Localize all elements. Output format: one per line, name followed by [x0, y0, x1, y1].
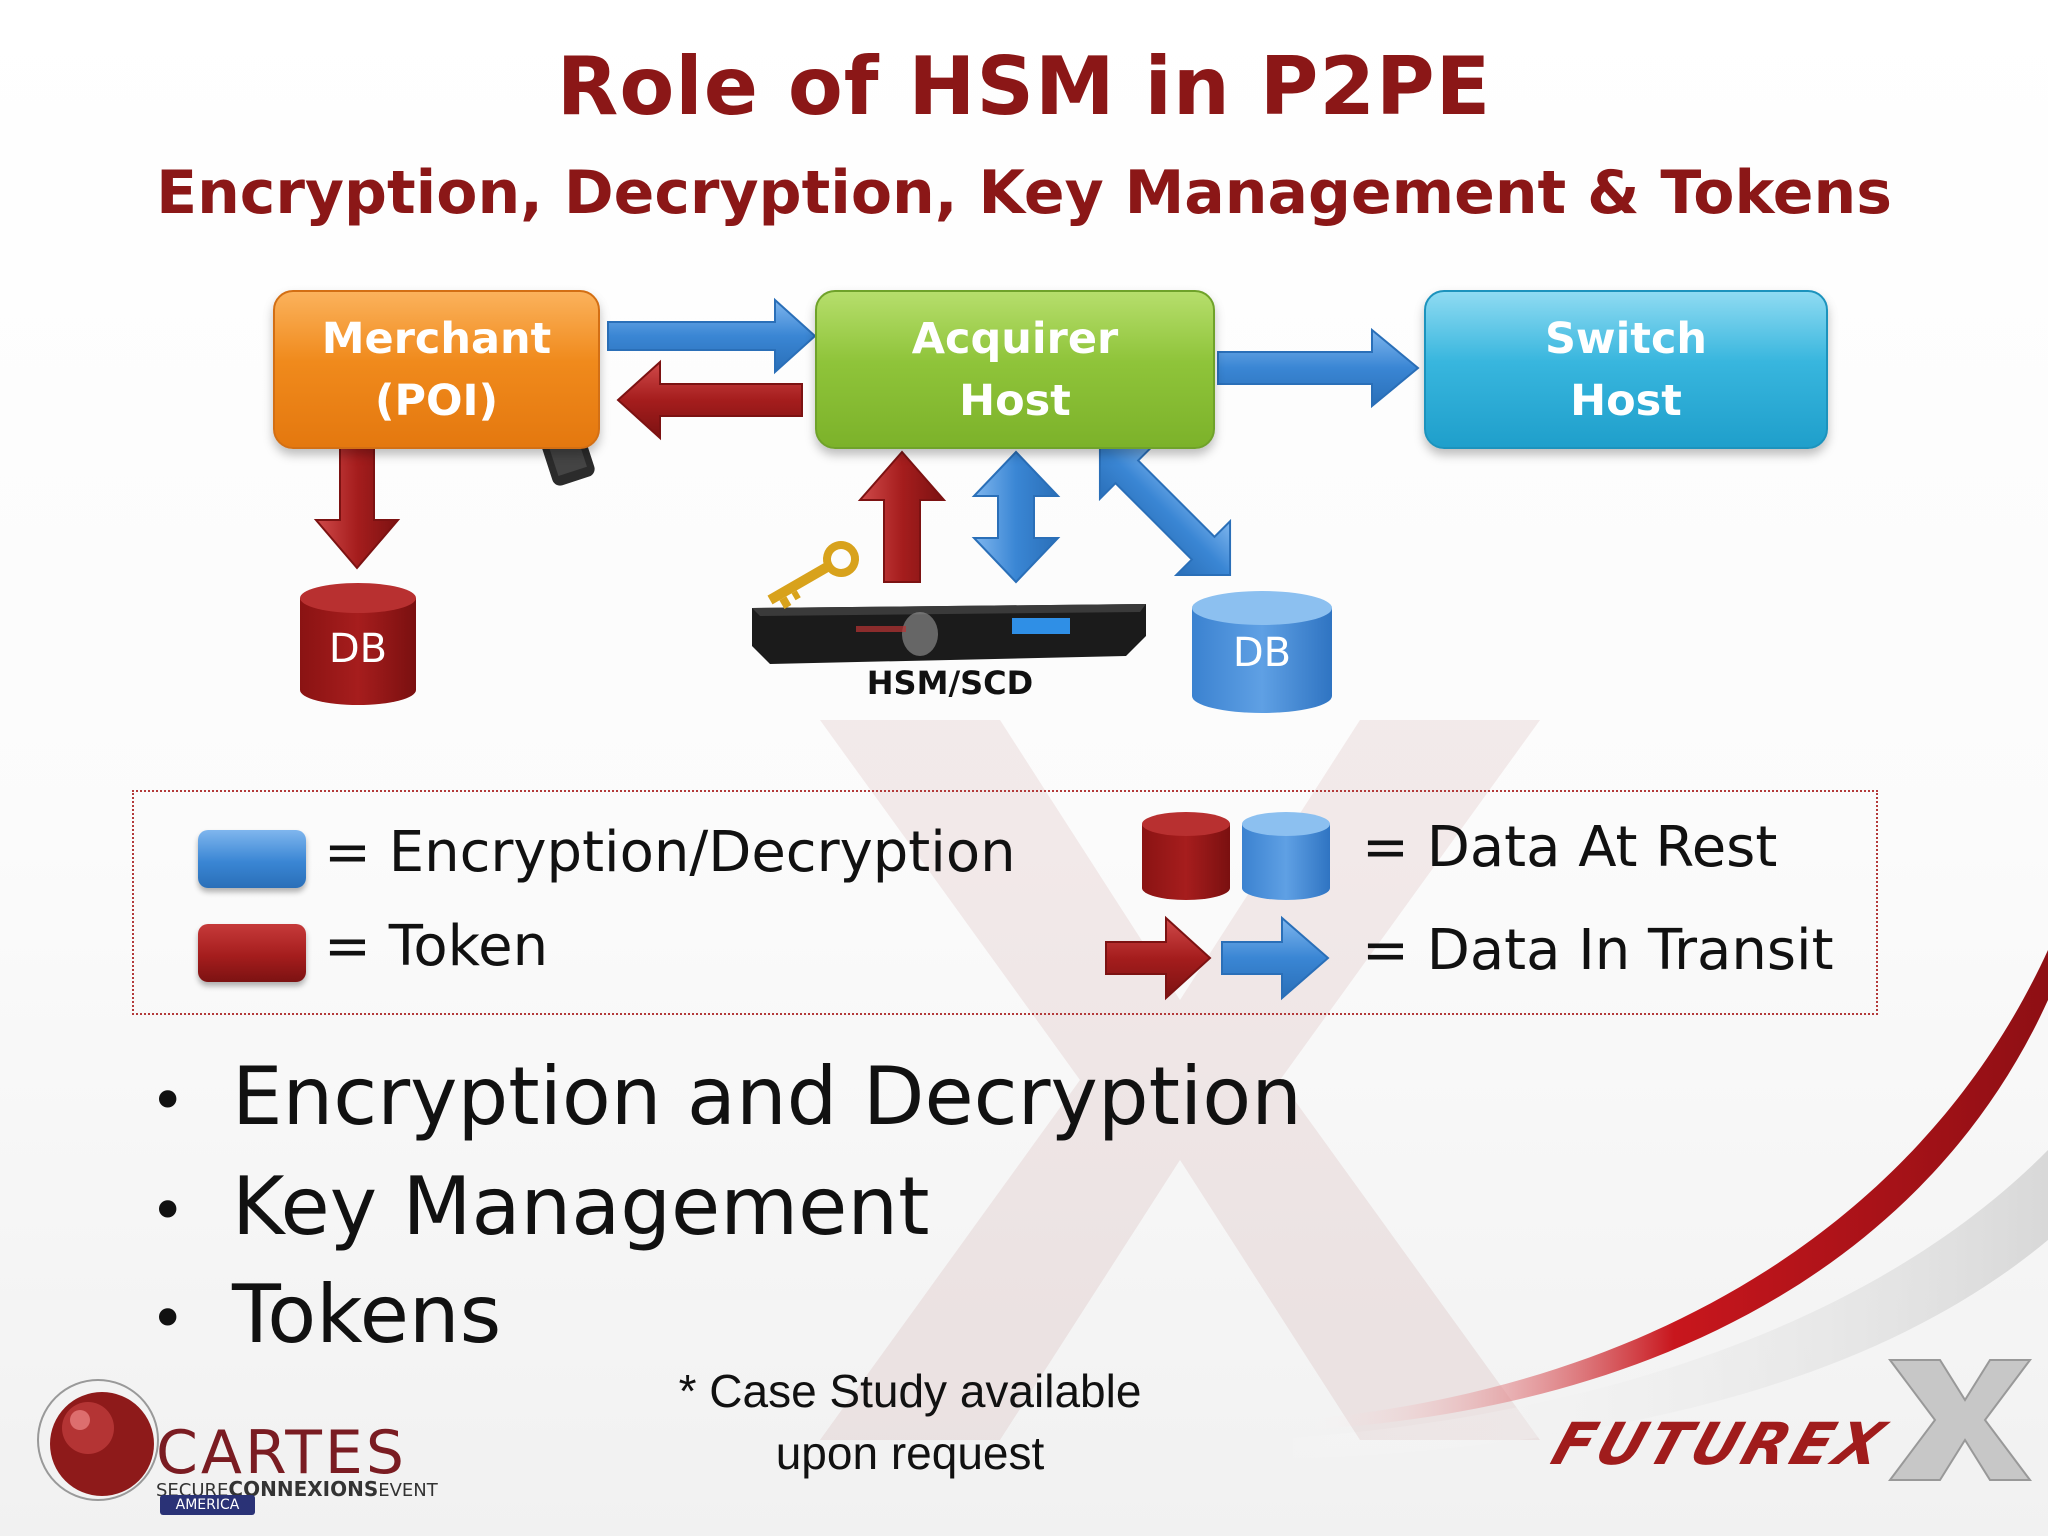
legend-transit-red-arrow — [1105, 915, 1212, 1001]
bullet-item-2: Key Management — [232, 1160, 930, 1253]
bullet-item-3: Tokens — [232, 1268, 502, 1361]
note-line1: * Case Study available — [678, 1365, 1142, 1417]
acquirer-label-line2: Host — [959, 375, 1071, 426]
bullet-dot: • — [150, 1176, 186, 1246]
arrow-acquirer-to-merchant — [616, 359, 803, 441]
watermark-x — [820, 720, 1540, 1440]
legend-box — [132, 790, 1878, 1015]
bullet-dot: • — [150, 1066, 186, 1136]
merchant-label-line2: (POI) — [374, 375, 499, 426]
cartes-tagline-post: EVENT — [378, 1480, 438, 1501]
legend-transit-blue-arrow — [1221, 915, 1330, 1001]
acquirer-label-line1: Acquirer — [911, 313, 1119, 364]
legend-at-rest-text: = Data At Rest — [1362, 815, 1778, 880]
hsm-device-icon — [752, 604, 1146, 664]
switch-host-box: Switch Host — [1424, 290, 1828, 449]
page-title: Role of HSM in P2PE — [556, 40, 1492, 133]
db-right-label: DB — [1232, 630, 1292, 676]
db-left-label: DB — [328, 626, 388, 672]
legend-red-swatch — [198, 924, 306, 982]
arrow-hsm-acquirer-double — [971, 450, 1061, 584]
merchant-label-line1: Merchant — [321, 313, 552, 364]
arrow-merchant-to-acquirer — [607, 297, 817, 375]
legend-token-text: = Token — [324, 914, 549, 979]
cartes-logo-name: CARTES — [156, 1418, 407, 1488]
key-icon — [767, 541, 860, 609]
bullet-dot: • — [150, 1284, 186, 1354]
arrow-merchant-to-db — [313, 445, 401, 570]
arrow-acquirer-to-switch — [1217, 327, 1420, 409]
futurex-logo: FUTUREX — [1543, 1410, 1897, 1478]
cartes-logo-sphere — [37, 1379, 159, 1501]
case-study-note: * Case Study available upon request — [620, 1360, 1200, 1484]
red-swoosh — [1300, 950, 2048, 1430]
bullet-item-1: Encryption and Decryption — [232, 1050, 1302, 1143]
cartes-logo-region: AMERICA — [160, 1495, 255, 1515]
arrow-acquirer-db-double — [1098, 443, 1232, 577]
db-right-cylinder — [1192, 591, 1332, 713]
legend-blue-swatch — [198, 830, 306, 888]
grey-swoosh — [1260, 1150, 2048, 1460]
page-subtitle: Encryption, Decryption, Key Management &… — [156, 158, 1892, 228]
switch-label-line1: Switch — [1544, 313, 1708, 364]
legend-encryption-text: = Encryption/Decryption — [324, 820, 1016, 885]
db-left-cylinder — [300, 583, 416, 705]
legend-in-transit-text: = Data In Transit — [1362, 918, 1834, 983]
acquirer-host-box: Acquirer Host — [815, 290, 1215, 449]
legend-rest-red-cylinder — [1142, 812, 1230, 900]
arrow-hsm-to-acquirer — [857, 450, 947, 583]
merchant-poi-box: Merchant (POI) — [273, 290, 600, 449]
legend-rest-blue-cylinder — [1242, 812, 1330, 900]
futurex-x-mark — [1888, 1359, 2032, 1481]
switch-label-line2: Host — [1570, 375, 1682, 426]
hsm-scd-label: HSM/SCD — [866, 664, 1034, 702]
note-line2: upon request — [775, 1427, 1045, 1479]
